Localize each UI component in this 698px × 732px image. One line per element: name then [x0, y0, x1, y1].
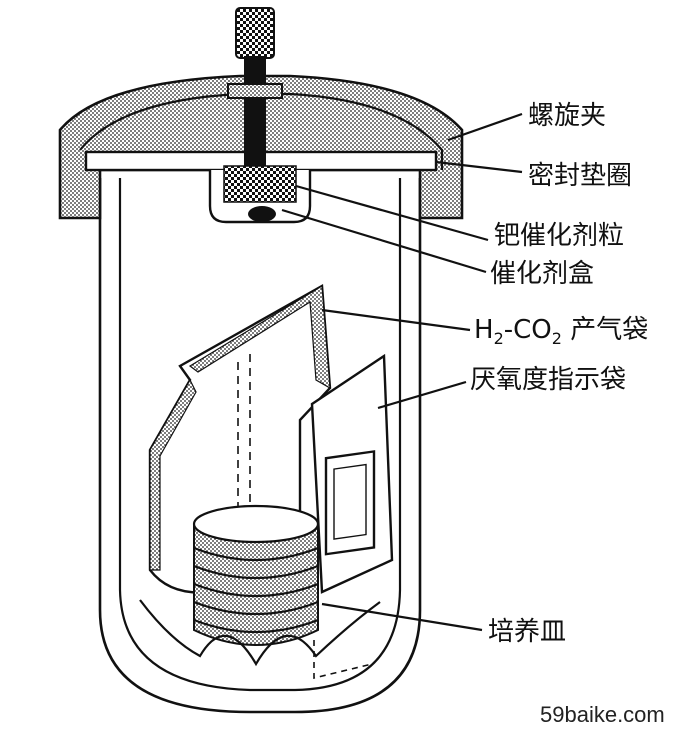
label-petri-dish: 培养皿	[488, 617, 566, 647]
indicator-window-inner	[333, 463, 367, 540]
jar-inner-wall	[118, 178, 402, 692]
palladium-pellets	[223, 165, 297, 203]
leader-box	[281, 208, 487, 274]
jar-outer-wall	[98, 178, 422, 714]
screw-nut	[227, 83, 283, 99]
petri-dish-ring	[193, 582, 319, 598]
label-screw-clamp: 螺旋夹	[528, 101, 606, 131]
leader-clamp	[447, 112, 523, 142]
jar-floor-dashed	[313, 640, 373, 680]
label-sealing-gasket: 密封垫圈	[528, 161, 632, 191]
petri-stack-body	[193, 523, 319, 646]
catalyst-box-bottom	[248, 206, 276, 222]
label-palladium-pellets: 钯催化剂粒	[494, 221, 624, 251]
gas-bag-dotted-edge	[188, 284, 331, 390]
label-indicator-bag: 厌氧度指示袋	[470, 365, 626, 395]
leader-petri	[321, 602, 483, 632]
leader-indicator	[377, 380, 467, 410]
jar-floor-liner	[139, 599, 381, 667]
petri-dish-ring	[193, 546, 319, 562]
gas-bag-left-edge	[149, 378, 197, 571]
petri-dish-ring	[193, 618, 319, 634]
clamp-inner-edge	[79, 92, 444, 170]
label-gas-bag: H2-CO2 产气袋	[474, 315, 648, 348]
gas-bag-dashed-line	[237, 354, 251, 510]
screw-knob	[235, 7, 275, 59]
watermark: 59baike.com	[540, 702, 665, 727]
label-catalyst-box: 催化剂盒	[490, 259, 594, 289]
leader-gas-bag	[321, 308, 471, 332]
petri-dish-ring	[193, 600, 319, 616]
petri-dish-top	[192, 504, 320, 544]
petri-dish-stack	[192, 504, 320, 646]
leader-pd	[295, 184, 489, 242]
leader-gasket	[435, 160, 523, 174]
petri-dish-ring	[193, 564, 319, 580]
